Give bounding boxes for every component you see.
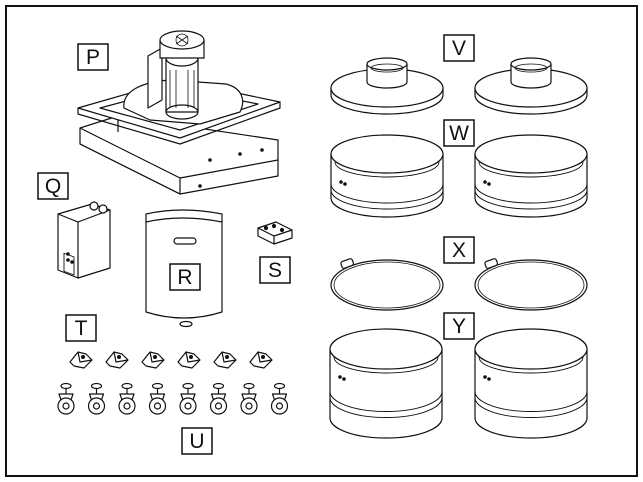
control-box-part (57, 201, 111, 279)
label-u: U (181, 427, 213, 455)
label-p: P (77, 43, 109, 71)
label-v: V (443, 34, 475, 62)
caster (240, 382, 258, 415)
lower-drums-part (329, 328, 588, 439)
drum (330, 134, 444, 218)
label-w-text: W (449, 122, 469, 145)
bracket (69, 351, 93, 369)
caster (209, 382, 228, 415)
bracket (105, 351, 129, 369)
label-t-text: T (75, 317, 88, 340)
bracket (249, 351, 273, 369)
label-r-text: R (177, 266, 192, 289)
brackets-part (69, 351, 273, 369)
fan-unit-part (77, 30, 281, 195)
caster (270, 382, 289, 415)
diagram-frame (5, 5, 638, 477)
drum (474, 134, 588, 218)
bracket (177, 351, 201, 369)
caster (148, 382, 167, 415)
clamp-ring (330, 258, 444, 311)
clamp-ring (474, 258, 588, 311)
lid (330, 57, 444, 115)
label-x-text: X (452, 239, 466, 262)
label-y-text: Y (452, 315, 466, 338)
label-y: Y (443, 312, 475, 340)
small-box-part (257, 221, 293, 245)
label-w: W (443, 119, 475, 147)
upper-drums-part (330, 134, 588, 218)
bracket (213, 351, 237, 369)
label-q: Q (37, 172, 69, 200)
label-s: S (259, 256, 291, 284)
label-v-text: V (452, 37, 466, 60)
caster (118, 382, 136, 415)
label-u-text: U (189, 430, 204, 453)
label-t: T (65, 314, 97, 342)
drum (329, 328, 443, 439)
clamp-rings-part (330, 258, 588, 311)
label-s-text: S (268, 259, 282, 282)
caster (57, 382, 75, 415)
label-q-text: Q (45, 175, 61, 198)
drum (474, 328, 588, 439)
lid (474, 57, 588, 115)
casters-part (57, 382, 289, 415)
caster (179, 382, 197, 415)
caster (87, 382, 106, 415)
lids-part (330, 57, 588, 115)
label-r: R (169, 263, 201, 291)
label-x: X (443, 236, 475, 264)
label-p-text: P (86, 46, 100, 69)
bracket (141, 351, 165, 369)
